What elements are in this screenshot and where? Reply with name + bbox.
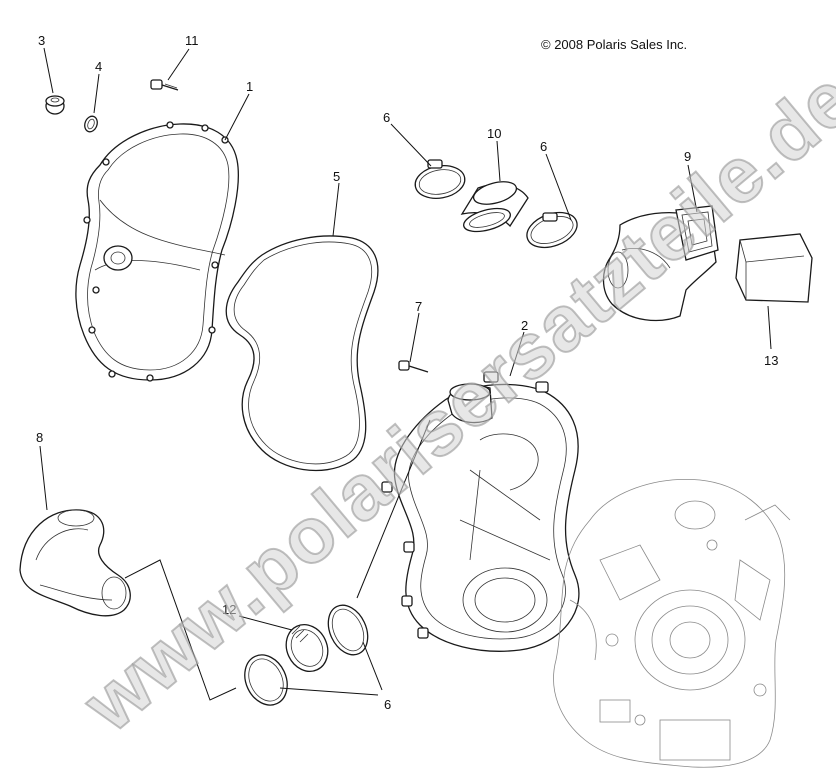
callout-10: 10 <box>487 126 501 141</box>
part-10-coupler <box>460 181 529 233</box>
callout-6-upper-right: 6 <box>540 139 547 154</box>
copyright-notice: © 2008 Polaris Sales Inc. <box>541 37 688 52</box>
engine-block <box>553 479 791 768</box>
part-6-clamp-lower-right <box>327 604 369 656</box>
callout-6-lower: 6 <box>384 697 391 712</box>
callout-8: 8 <box>36 430 43 445</box>
callout-9: 9 <box>684 149 691 164</box>
callout-12: 12 <box>222 602 236 617</box>
part-1-outer-cover <box>75 121 239 382</box>
part-12-clamp <box>285 624 329 672</box>
part-9-duct <box>602 205 719 322</box>
callout-1: 1 <box>246 79 253 94</box>
part-6-clamp-upper-left <box>414 159 466 199</box>
callout-13: 13 <box>764 353 778 368</box>
part-6-clamp-lower-left <box>244 654 288 706</box>
part-8-duct-hose <box>19 509 131 617</box>
callout-2: 2 <box>521 318 528 333</box>
part-13-cap <box>735 233 813 303</box>
part-4-o-ring <box>84 115 98 133</box>
part-3-plug <box>45 95 65 115</box>
part-11-bolt <box>150 79 179 91</box>
callout-4: 4 <box>95 59 102 74</box>
part-7-bolt <box>398 360 429 373</box>
callout-11: 11 <box>185 33 199 48</box>
callout-5: 5 <box>333 169 340 184</box>
callout-3: 3 <box>38 33 45 48</box>
part-5-gasket <box>225 235 379 472</box>
part-2-inner-cover <box>381 371 580 652</box>
callout-6-upper-left: 6 <box>383 110 390 125</box>
callout-7: 7 <box>415 299 422 314</box>
part-6-clamp-upper-right <box>526 211 578 249</box>
